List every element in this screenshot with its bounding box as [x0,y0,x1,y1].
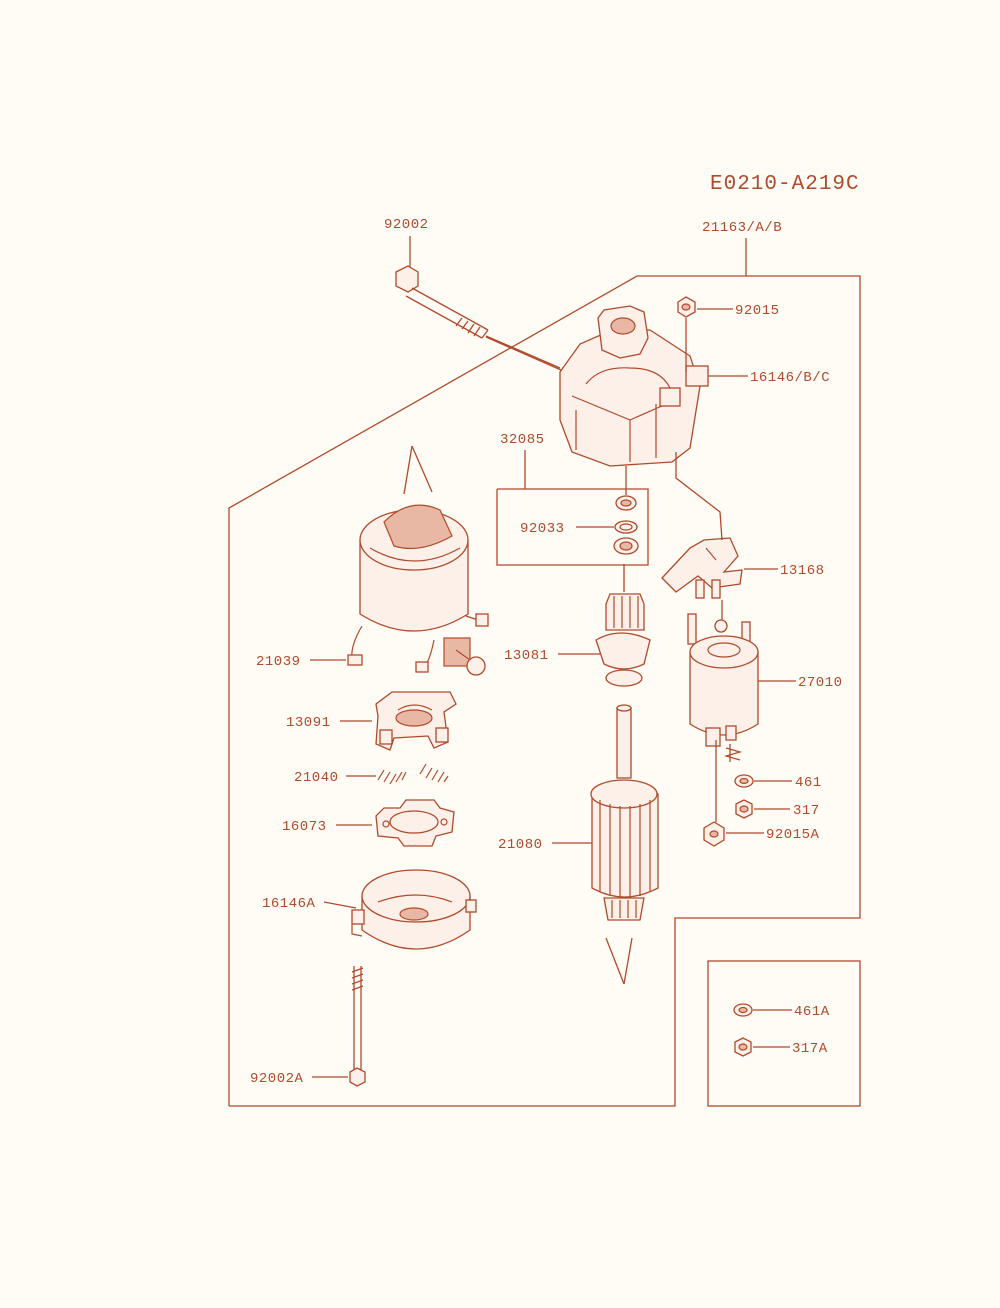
nut-317[interactable] [735,799,753,819]
label-13081[interactable]: 13081 [504,648,549,664]
label-27010[interactable]: 27010 [798,675,843,691]
washer-461[interactable] [734,774,754,788]
plate-16073[interactable] [375,799,455,847]
assembly-outline [228,275,861,1107]
label-461[interactable]: 461 [795,775,822,791]
label-92015A[interactable]: 92015A [766,827,820,843]
label-92002A[interactable]: 92002A [250,1071,304,1087]
label-317A[interactable]: 317A [792,1041,828,1057]
label-92033[interactable]: 92033 [520,521,565,537]
washer-461A[interactable] [733,1003,753,1017]
label-92015[interactable]: 92015 [735,303,780,319]
label-92002[interactable]: 92002 [384,217,429,233]
spare-parts-box [707,960,861,1107]
label-13168[interactable]: 13168 [780,563,825,579]
yoke-21039[interactable] [347,445,489,676]
label-32085[interactable]: 32085 [500,432,545,448]
brush-holder-13091[interactable] [375,691,457,751]
nut-92015A[interactable] [703,821,725,847]
washer-set-92033[interactable] [613,495,639,555]
bolt-92002A[interactable] [349,966,366,1087]
label-16146[interactable]: 16146/B/C [750,370,830,386]
front-housing-16146[interactable] [559,305,709,467]
diagram-code: E0210-A219C [710,173,860,196]
label-317[interactable]: 317 [793,803,820,819]
label-16073[interactable]: 16073 [282,819,327,835]
lever-13168[interactable] [661,537,743,599]
nut-317A[interactable] [734,1037,752,1057]
armature-21080[interactable] [590,704,659,985]
bolt-92002[interactable] [395,265,561,369]
label-13091[interactable]: 13091 [286,715,331,731]
label-21040[interactable]: 21040 [294,770,339,786]
washer-set-bracket [496,488,649,566]
nut-92015[interactable] [677,296,696,318]
label-21039[interactable]: 21039 [256,654,301,670]
label-461A[interactable]: 461A [794,1004,830,1020]
label-21080[interactable]: 21080 [498,837,543,853]
pinion-13081[interactable] [595,564,651,687]
springs-21040[interactable] [377,763,449,785]
rear-cover-16146A[interactable] [351,869,477,950]
solenoid-27010[interactable] [687,600,759,747]
label-21163[interactable]: 21163/A/B [702,220,782,236]
label-16146A[interactable]: 16146A [262,896,316,912]
